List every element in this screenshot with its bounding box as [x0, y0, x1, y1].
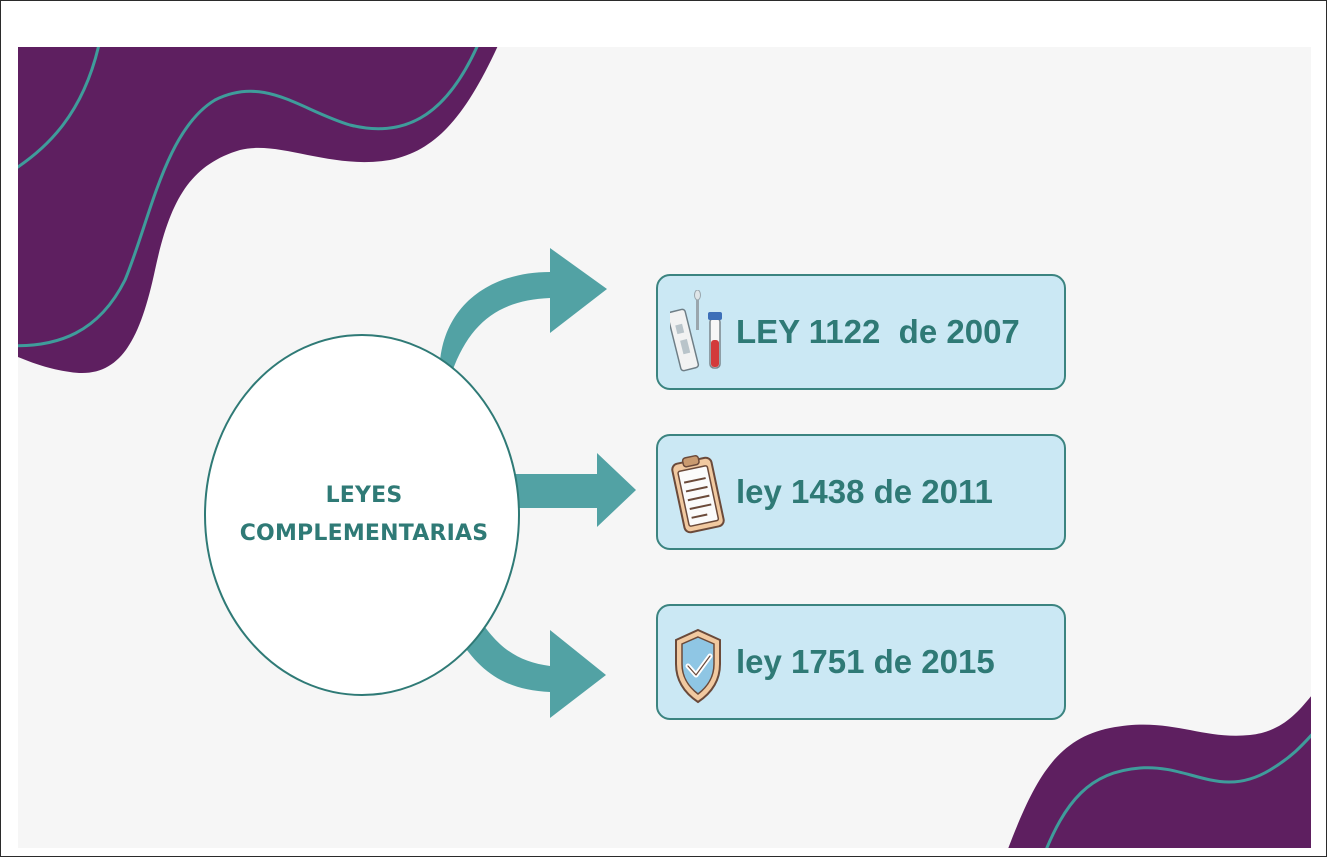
law-card-3: ley 1751 de 2015 — [656, 604, 1066, 720]
arrow-straight — [480, 453, 636, 527]
center-label: LEYES COMPLEMENTARIAS — [205, 334, 523, 696]
center-circle — [204, 334, 520, 696]
center-label-line1: LEYES — [325, 483, 403, 508]
shield-check-icon — [675, 628, 721, 704]
law-card-3-label: ley 1751 de 2015 — [736, 643, 995, 680]
law-card-1-label: LEY 1122 de 2007 — [736, 313, 1020, 350]
center-label-line2: COMPLEMENTARIAS — [239, 521, 489, 546]
arrow-down-curve — [458, 620, 606, 718]
arrow-up-curve — [440, 248, 607, 372]
purple-wave-bottom-right — [1008, 696, 1311, 848]
law-card-1: LEY 1122 de 2007 — [656, 274, 1066, 390]
teal-line-bottom-right — [1045, 733, 1311, 848]
law-card-2-label: ley 1438 de 2011 — [736, 473, 993, 510]
teal-line-top-left-1 — [18, 47, 100, 169]
teal-line-top-left-2 — [18, 47, 479, 348]
clipboard-icon — [671, 454, 725, 534]
test-tubes-icon — [670, 290, 722, 372]
law-card-2: ley 1438 de 2011 — [656, 434, 1066, 550]
